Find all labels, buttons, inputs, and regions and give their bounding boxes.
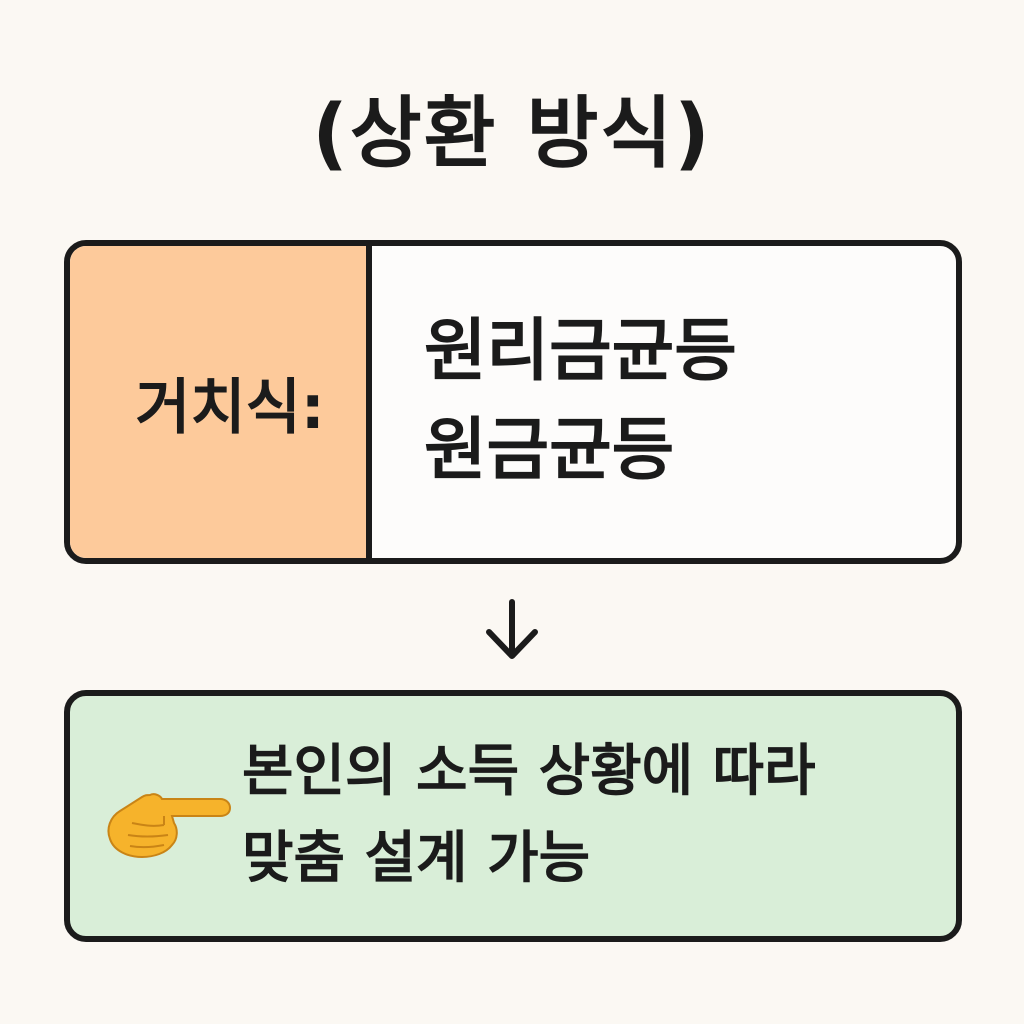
custom-design-box: 본인의 소득 상황에 따라 맞춤 설계 가능 bbox=[64, 690, 962, 942]
grace-period-label-cell: 거치식: bbox=[70, 246, 372, 558]
grace-period-label: 거치식: bbox=[135, 372, 325, 443]
custom-design-text: 본인의 소득 상황에 따라 맞춤 설계 가능 bbox=[242, 729, 816, 903]
custom-design-line-1: 본인의 소득 상황에 따라 bbox=[242, 739, 816, 805]
down-arrow-icon bbox=[486, 599, 538, 659]
custom-design-line-2: 맞춤 설계 가능 bbox=[242, 826, 591, 891]
pointing-hand-icon bbox=[107, 793, 232, 859]
methods-cell: 원리금균등 원금균등 bbox=[372, 246, 956, 558]
method-equal-principal: 원금균등 bbox=[424, 411, 675, 490]
method-equal-principal-interest: 원리금균등 bbox=[424, 312, 737, 392]
page-title: (상환 방식) bbox=[312, 89, 712, 179]
repayment-method-box: 거치식: 원리금균등 원금균등 bbox=[64, 240, 962, 564]
